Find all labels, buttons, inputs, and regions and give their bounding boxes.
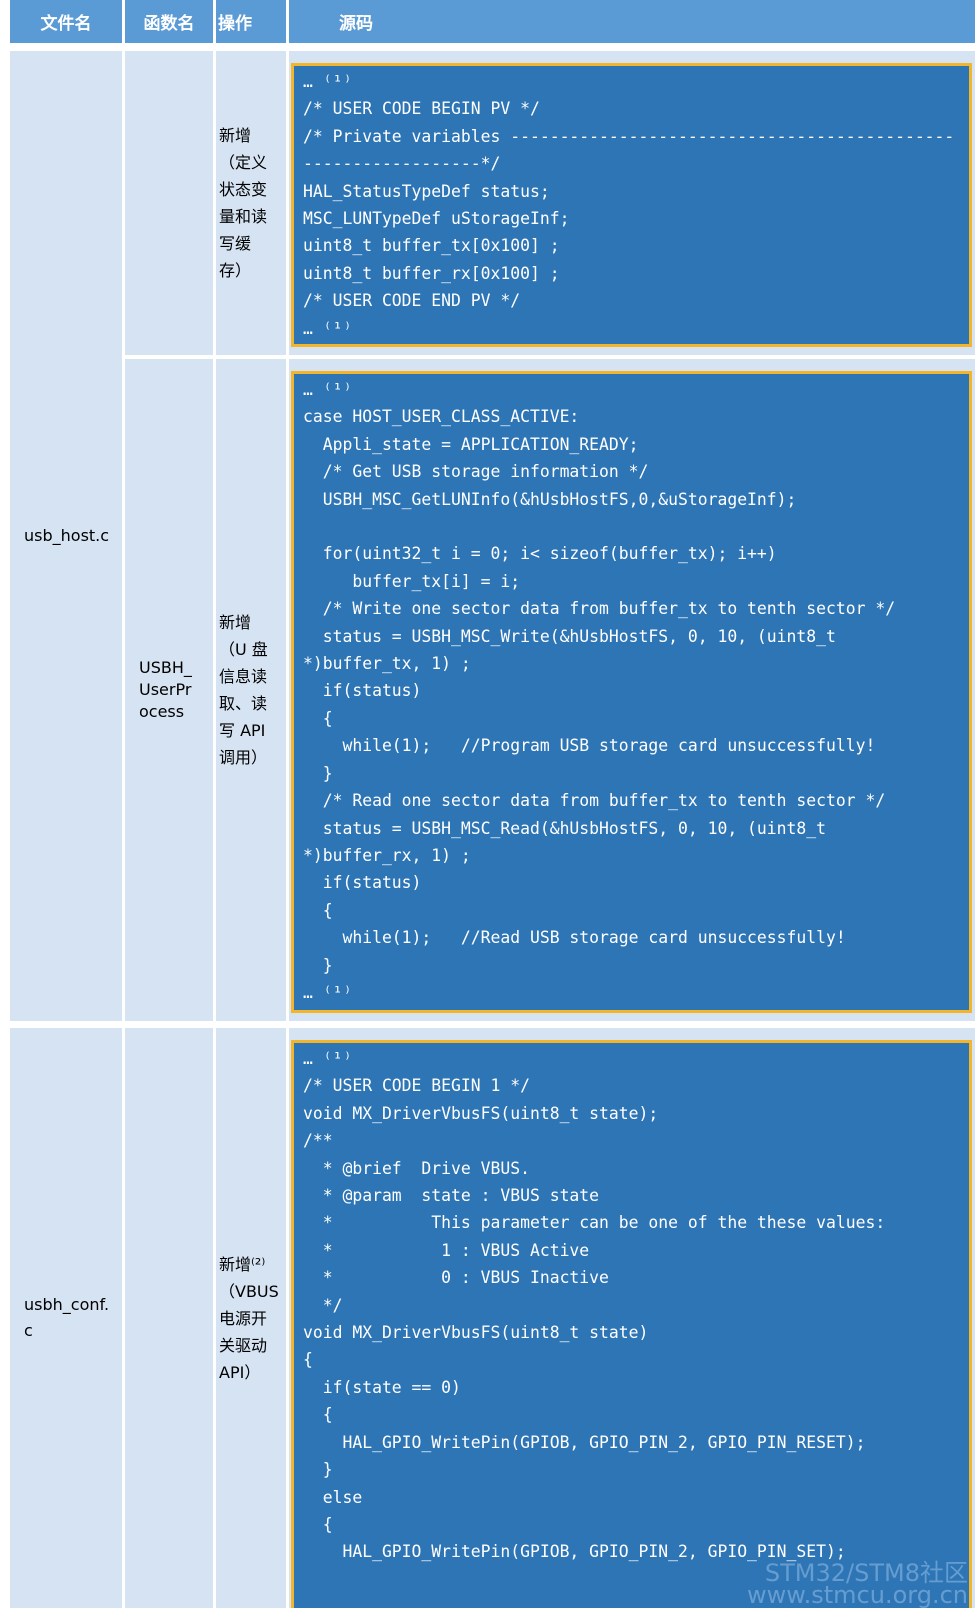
code-line: if(status) xyxy=(303,681,422,701)
code-line: *)buffer_tx, 1) ; xyxy=(303,654,471,674)
code-line: uint8_t buffer_rx[0x100] ; xyxy=(303,263,560,283)
text-line: 新增 xyxy=(219,126,252,145)
text-line: （VBUS xyxy=(219,1281,279,1301)
code-line: ------------------*/ xyxy=(303,154,501,174)
source-code-cell: … ⁽¹⁾ /* USER CODE BEGIN 1 */ void MX_Driv… xyxy=(289,1028,975,1608)
code-line: * @brief Drive VBUS. xyxy=(303,1158,530,1178)
code-line: * 1 : VBUS Active xyxy=(303,1240,590,1260)
code-line: … ⁽¹⁾ xyxy=(303,318,353,338)
file-lines: usbh_conf.c xyxy=(24,1292,109,1344)
code-line: { xyxy=(303,1514,333,1534)
text-line: 写 API xyxy=(219,721,266,740)
code-line: /* Private variables -------------------… xyxy=(303,126,955,146)
code-line: { xyxy=(303,708,333,728)
code-line: { xyxy=(303,1350,313,1370)
text-line: 信息读 xyxy=(219,667,268,686)
code-line: while(1); //Read USB storage card unsucc… xyxy=(303,928,846,948)
header-source-code: 源码 xyxy=(289,0,975,46)
code-block-vbus: … ⁽¹⁾ /* USER CODE BEGIN 1 */ void MX_Driv… xyxy=(291,1040,972,1608)
op-lines: 新增 （定义状态变量和读写缓存） xyxy=(219,122,267,284)
text-line: 写缓 xyxy=(219,234,252,253)
code-line: /* Read one sector data from buffer_tx t… xyxy=(303,791,886,811)
code-line: Appli_state = APPLICATION_READY; xyxy=(303,434,639,454)
source-code-cell: … ⁽¹⁾ case HOST_USER_CLASS_ACTIVE: Appli_… xyxy=(289,359,975,1023)
code-line: void MX_DriverVbusFS(uint8_t state); xyxy=(303,1103,659,1123)
text-line: API） xyxy=(219,1362,261,1382)
op-lines: 新增⁽²⁾ （VBUS 电源开关驱动 API） xyxy=(219,1251,279,1386)
text-line: 量和读 xyxy=(219,207,268,226)
code-line: … ⁽¹⁾ xyxy=(303,380,353,399)
code-line: /* USER CODE BEGIN 1 */ xyxy=(303,1076,530,1096)
code-line: while(1); //Program USB storage card uns… xyxy=(303,736,876,756)
header-operation: 操作 xyxy=(216,0,286,46)
func-lines: USBH_ UserPr ocess xyxy=(139,657,192,723)
code-line: /* Get USB storage information */ xyxy=(303,462,649,482)
text-line: （U 盘 xyxy=(219,640,268,659)
file-name-usb-host: usb_host.c xyxy=(10,51,122,1023)
code-line: USBH_MSC_GetLUNInfo(&hUsbHostFS,0,&uStor… xyxy=(303,489,797,509)
code-line: } xyxy=(303,763,333,783)
code-line: /* USER CODE BEGIN PV */ xyxy=(303,99,540,119)
code-line: * This parameter can be one of the these… xyxy=(303,1213,886,1233)
operation-define-vars: 新增 （定义状态变量和读写缓存） xyxy=(216,51,286,357)
code-line: uint8_t buffer_tx[0x100] ; xyxy=(303,236,560,256)
text-line: UserPr xyxy=(139,680,192,699)
header-function-name: 函数名 xyxy=(125,0,213,46)
text-line: 新增 xyxy=(219,613,252,632)
text-line: usbh_conf. xyxy=(24,1295,110,1314)
code-line: */ xyxy=(303,1295,343,1315)
code-line: void MX_DriverVbusFS(uint8_t state) xyxy=(303,1323,649,1343)
function-name-usbh-userprocess: USBH_ UserPr ocess xyxy=(125,359,213,1023)
code-line: HAL_GPIO_WritePin(GPIOB, GPIO_PIN_2, GPI… xyxy=(303,1542,846,1562)
text-line: 电源开 xyxy=(219,1308,268,1328)
code-line: … ⁽¹⁾ xyxy=(303,982,353,1002)
code-line: /** xyxy=(303,1131,333,1151)
function-name-empty xyxy=(125,51,213,357)
operation-vbus-driver: 新增⁽²⁾ （VBUS 电源开关驱动 API） xyxy=(216,1028,286,1608)
code-line: } xyxy=(303,1460,333,1480)
code-line: *)buffer_rx, 1) ; xyxy=(303,845,471,865)
code-line: HAL_GPIO_WritePin(GPIOB, GPIO_PIN_2, GPI… xyxy=(303,1432,866,1452)
code-line: /* USER CODE END PV */ xyxy=(303,291,521,311)
text-line: 新增⁽²⁾ xyxy=(219,1254,266,1274)
code-line: { xyxy=(303,900,333,920)
site-watermark: STM32/STM8社区 www.stmcu.org.cn xyxy=(746,1559,968,1609)
code-line: /* Write one sector data from buffer_tx … xyxy=(303,599,896,619)
op-lines: 新增 （U 盘信息读取、读写 API 调用） xyxy=(219,609,268,771)
text-line: （定义 xyxy=(219,153,268,172)
code-line: { xyxy=(303,1405,333,1425)
text-line: USBH_ xyxy=(139,658,192,677)
code-line: * 0 : VBUS Inactive xyxy=(303,1268,609,1288)
code-line: buffer_tx[i] = i; xyxy=(303,571,521,591)
code-change-table: 文件名 函数名 操作 源码 usb_host.c 新增 （定义状态变量和读写缓存）… xyxy=(10,0,975,1608)
text-line: ocess xyxy=(139,702,185,721)
code-line: if(status) xyxy=(303,873,422,893)
code-line: case HOST_USER_CLASS_ACTIVE: xyxy=(303,407,580,427)
text-line: 取、读 xyxy=(219,694,268,713)
text-line: c xyxy=(24,1321,33,1340)
code-line: if(state == 0) xyxy=(303,1377,461,1397)
text-line: 调用） xyxy=(219,748,268,767)
code-line: } xyxy=(303,955,333,975)
code-line: status = USBH_MSC_Read(&hUsbHostFS, 0, 1… xyxy=(303,818,827,838)
function-name-empty xyxy=(125,1028,213,1608)
code-block-user-process: … ⁽¹⁾ case HOST_USER_CLASS_ACTIVE: Appli_… xyxy=(291,371,972,1013)
code-line: * @param state : VBUS state xyxy=(303,1186,600,1206)
code-block-private-vars: … ⁽¹⁾ /* USER CODE BEGIN PV */ /* Private … xyxy=(291,63,972,347)
text-line: 状态变 xyxy=(219,180,268,199)
header-file-name: 文件名 xyxy=(10,0,122,46)
code-line: MSC_LUNTypeDef uStorageInf; xyxy=(303,209,570,229)
file-name-usbh-conf: usbh_conf.c xyxy=(10,1028,122,1608)
text-line: 存） xyxy=(219,261,252,280)
code-line: else xyxy=(303,1487,363,1507)
code-line: status = USBH_MSC_Write(&hUsbHostFS, 0, … xyxy=(303,626,836,646)
operation-usb-api: 新增 （U 盘信息读取、读写 API 调用） xyxy=(216,359,286,1023)
source-code-cell: … ⁽¹⁾ /* USER CODE BEGIN PV */ /* Private … xyxy=(289,51,975,357)
code-line: for(uint32_t i = 0; i< sizeof(buffer_tx)… xyxy=(303,544,777,564)
code-line: … ⁽¹⁾ xyxy=(303,1049,353,1068)
code-line: … ⁽¹⁾ xyxy=(303,72,353,91)
code-line xyxy=(303,513,961,540)
code-line: HAL_StatusTypeDef status; xyxy=(303,181,550,201)
text-line: 关驱动 xyxy=(219,1335,268,1355)
